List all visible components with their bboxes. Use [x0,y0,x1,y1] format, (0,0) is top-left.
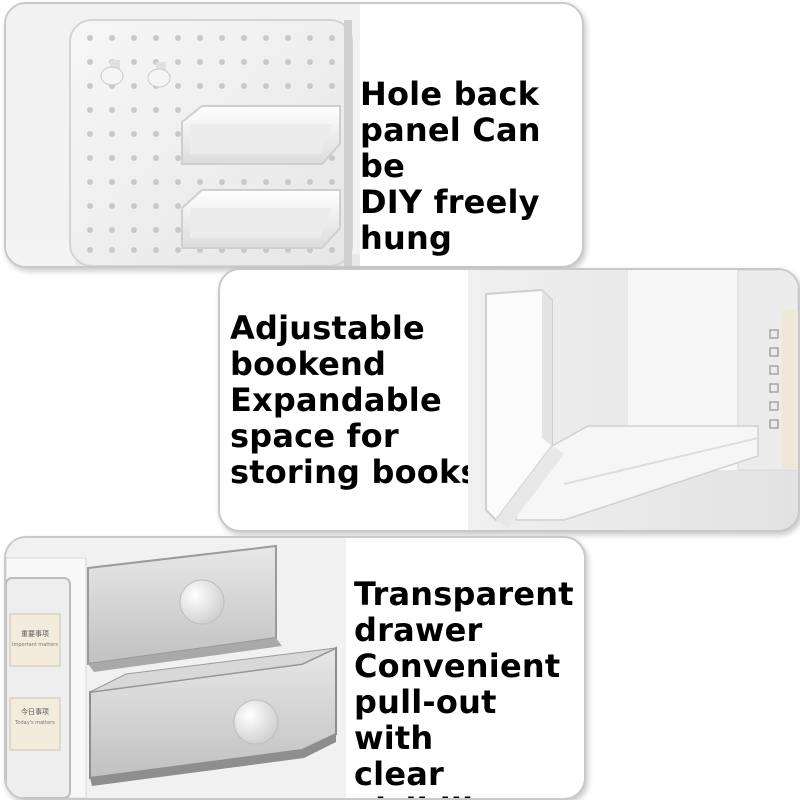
drawer-label-top: 重要事项 [21,629,49,638]
feature-card-bookend: Adjustable bookend Expandable space for … [218,268,800,532]
checklist-icon [769,329,779,429]
feature-card-drawer: 重要事项 Important matters 今日事项 Today's matt… [4,536,586,800]
drawer-label-bottom-sub: Today's matters [14,720,55,726]
feature-caption: Transparent drawer Convenient pull-out w… [354,575,574,798]
drawer-label-top-sub: Important matters [12,642,58,648]
pegboard-photo [6,4,360,266]
feature-caption: Adjustable bookend Expandable space for … [230,309,480,491]
drawer-photo: 重要事项 Important matters 今日事项 Today's matt… [6,538,346,798]
feature-card-pegboard: Hole back panel Can be DIY freely hung [4,2,584,268]
feature-caption: Hole back panel Can be DIY freely hung [360,75,541,257]
hanging-shelf-icon [181,105,341,249]
bookend-photo [468,270,798,530]
drawer-label-bottom: 今日事项 [21,707,49,716]
peg-hook-icon [100,60,171,88]
